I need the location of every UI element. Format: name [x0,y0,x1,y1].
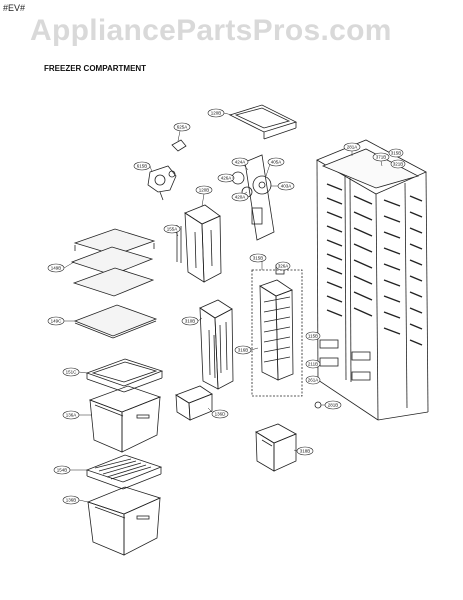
callout-615B: 615B [133,161,153,173]
freezer-bin-upper [88,385,162,453]
callout-label: 155A [167,227,178,232]
duct-cover-tall [176,204,222,283]
callout-261A: 261A [305,375,321,385]
callout-label: 405A [271,160,282,165]
evaporator-cover [199,299,234,390]
callout-label: 615B [137,164,148,169]
callout-label: 318B [300,449,311,454]
callout-label: 115B [308,334,318,339]
callout-211B: 211B [305,359,321,369]
callout-154B: 154B [53,465,87,475]
callout-120B-top: 120B [207,108,233,118]
callout-405A: 405A [265,157,285,177]
freezer-cabinet-liner [316,139,429,421]
callout-label: 154B [57,468,68,473]
callout-625A: 625A [173,122,191,142]
callout-label: 315B [391,151,402,156]
drawer-cover-upper [85,358,164,393]
callout-label: 321B [393,162,404,167]
callout-label: 261A [308,378,319,383]
callout-155A: 155A [163,224,181,237]
callout-label: 281B [328,403,339,408]
callout-label: 151C [66,370,78,375]
section-heading: FREEZER COMPARTMENT [44,64,147,73]
callout-316B: 316B [234,345,259,355]
fan-motor-cover [231,154,275,241]
callout-420A: 420A [231,191,249,202]
ice-bucket [175,385,213,421]
evaporator-assembly [251,264,303,397]
callout-label: 420A [235,195,246,200]
callout-151C: 151C [62,367,88,377]
callout-label: 310B [185,319,196,324]
callout-label: 424A [235,160,246,165]
callout-label: 326A [278,264,289,269]
callout-label: 316B [238,348,249,353]
duct-top [228,104,298,140]
callout-115B: 115B [305,331,321,341]
callout-403A: 403A [271,181,295,191]
cabinet-rail-ribs [326,183,423,346]
callout-426A: 426A [217,173,235,183]
ice-maker [255,423,297,472]
callout-326A: 326A [275,261,291,271]
callout-label: 281A [347,145,358,150]
callout-315B-b: 315B [388,148,404,158]
callout-281B: 281B [321,400,342,410]
watermark: AppliancePartsPros.com [30,14,392,47]
callout-310B: 310B [181,316,203,326]
callout-label: 136A [66,413,77,418]
callout-281A: 281A [343,142,361,156]
callout-label: 371B [376,155,387,160]
callout-318B: 318B [293,446,314,456]
water-valve-assembly [147,139,187,201]
callout-label: 625A [177,125,188,130]
callout-label: 403A [281,184,292,189]
freezer-shelf-lower [73,304,158,339]
callout-315B-a: 315B [249,253,267,270]
cabinet-drawer-guides [314,339,371,409]
drawer-cover-lower [85,454,163,490]
freezer-bin-lower [86,486,162,556]
callout-label: 120B [211,111,222,116]
callout-371B: 371B [372,152,390,167]
callout-136A: 136A [62,410,92,420]
callout-136B: 136B [62,495,89,505]
callout-label: 136D [215,412,227,417]
callout-120B-mid: 120B [195,185,213,207]
callout-label: 426A [221,176,232,181]
callout-149B: 149B [47,261,75,273]
callout-label: 149B [51,266,62,271]
callout-149C: 149C [47,316,75,326]
callout-424A: 424A [231,157,249,171]
callout-label: 149C [51,319,63,324]
callout-label: 120B [199,188,210,193]
freezer-shelf-upper [70,228,156,297]
callout-label: 136B [66,498,77,503]
callout-label: 315B [253,256,264,261]
callout-321B: 321B [390,159,406,169]
callout-label: 211B [308,362,318,367]
callout-136D: 136D [207,407,229,419]
corner-tag: #EV# [3,3,26,13]
